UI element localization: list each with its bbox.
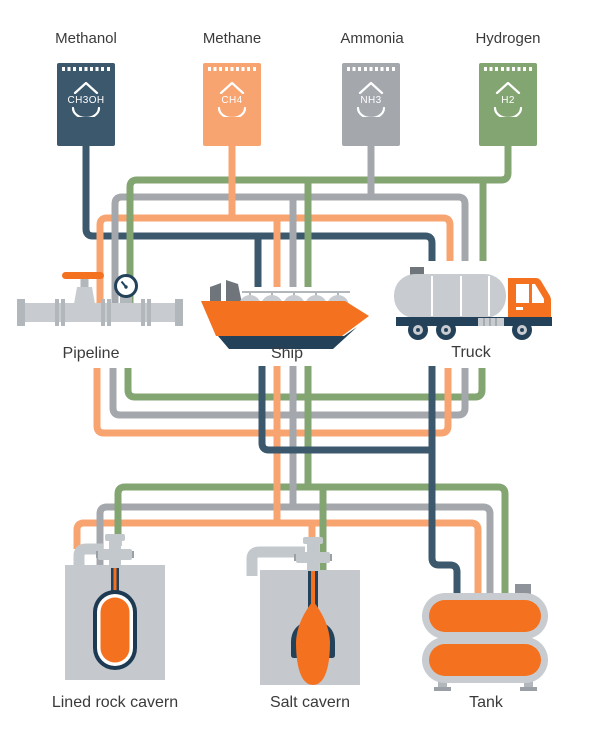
- pipeline-icon: [17, 272, 183, 326]
- tank-vessel-lower: [429, 644, 541, 676]
- label-hydrogen: Hydrogen: [475, 30, 541, 47]
- valve-handle: [62, 272, 104, 279]
- ammonia-container: NH3: [342, 63, 400, 146]
- droplet-icon: [493, 107, 523, 117]
- droplet-icon: [71, 107, 101, 117]
- wellhead-valve: [96, 534, 134, 568]
- container-vent-strip: [208, 67, 256, 71]
- formula-label: CH4: [221, 95, 243, 106]
- label-ammonia: Ammonia: [340, 30, 404, 47]
- line-ammonia-pipeline-truck: [109, 368, 469, 419]
- methane-container: CH4: [203, 63, 261, 146]
- truck-icon: [394, 267, 552, 340]
- label-salt-cavern: Salt cavern: [269, 694, 351, 711]
- salt-cavern-icon: [246, 537, 360, 685]
- lined-rock-cavern-icon: [65, 534, 165, 680]
- label-pipeline: Pipeline: [62, 345, 120, 362]
- methanol-container: CH3OH: [57, 63, 115, 146]
- droplet-icon: [495, 82, 521, 94]
- label-tank: Tank: [469, 694, 503, 711]
- line-methanol-ship-drop: [258, 366, 434, 454]
- formula-label: CH3OH: [67, 95, 105, 106]
- droplet-icon: [73, 82, 99, 94]
- lower-connection-lines: [73, 366, 509, 600]
- label-methane: Methane: [202, 30, 262, 47]
- line-methane-pipeline-truck: [93, 368, 452, 437]
- tank-icon: [422, 584, 548, 691]
- hydrogen-container: H2: [479, 63, 537, 146]
- formula-label: NH3: [360, 95, 382, 106]
- line-methanol-to-tank: [428, 366, 461, 600]
- ship-icon: [201, 280, 369, 349]
- ship-hull: [201, 301, 369, 336]
- label-lined-rock-cavern: Lined rock cavern: [51, 694, 179, 711]
- truck-tank: [394, 274, 506, 318]
- droplet-icon: [356, 107, 386, 117]
- container-vent-strip: [484, 67, 532, 71]
- formula-label: H2: [501, 95, 515, 106]
- droplet-icon: [217, 107, 247, 117]
- droplet-icon: [358, 82, 384, 94]
- wellhead-valve: [294, 537, 332, 571]
- rock-cavern-chamber: [100, 597, 130, 663]
- container-vent-strip: [62, 67, 110, 71]
- truck-wheels: [408, 320, 532, 340]
- upper-connection-lines: [82, 145, 512, 305]
- label-methanol: Methanol: [55, 30, 117, 47]
- tank-vessel-upper: [429, 600, 541, 632]
- label-truck: Truck: [451, 344, 491, 361]
- label-ship: Ship: [270, 345, 304, 362]
- container-vent-strip: [347, 67, 395, 71]
- salt-cavern-chamber: [296, 601, 330, 685]
- droplet-icon: [219, 82, 245, 94]
- line-hydrogen-rail: [126, 145, 512, 305]
